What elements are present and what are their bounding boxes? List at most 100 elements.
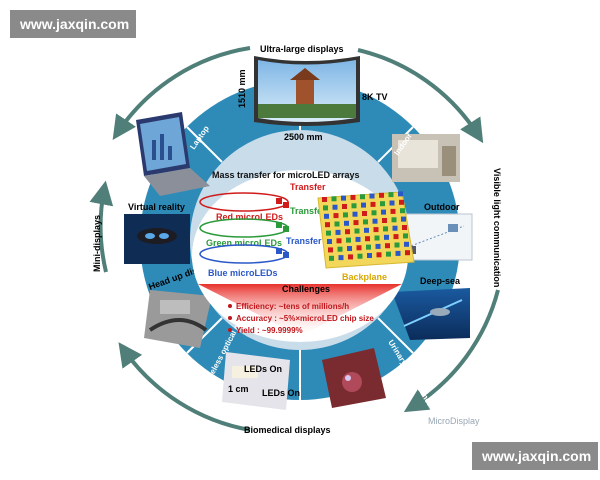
backplane-pixel [332, 204, 338, 210]
backplane-pixel [344, 220, 349, 226]
backplane-pixel [380, 201, 385, 207]
arrow-left-up [89, 180, 114, 273]
backplane-pixel [393, 234, 399, 240]
hub-green-label: Green microLEDs [206, 238, 282, 248]
backplane-pixel [360, 194, 365, 200]
hub-red-label: Red microLEDs [216, 212, 283, 222]
backplane-pixel [382, 218, 387, 223]
backplane-pixel [390, 208, 396, 214]
backplane-pixel [373, 227, 379, 233]
backplane-pixel [348, 254, 353, 260]
backplane-pixel [346, 237, 351, 243]
backplane-pixel [355, 236, 361, 242]
photo-leds-on-2: LEDs On [262, 388, 300, 398]
challenges-banner [198, 284, 402, 336]
backplane-pixel [386, 251, 391, 257]
arrow-top-right [357, 48, 484, 144]
challenge-efficiency: Efficiency: ~tens of millions/h [236, 302, 349, 311]
backplane-pixel-grid [322, 191, 410, 261]
backplane-pixel [363, 219, 368, 225]
backplane-pixel [331, 196, 337, 202]
backplane-pixel [351, 203, 357, 209]
backplane-pixel [367, 253, 372, 258]
backplane-pixel [375, 243, 381, 249]
indoor-photo: Indoor [392, 132, 460, 182]
outer-label-bottom: Biomedical displays [244, 425, 331, 435]
outer-cycle-arrows [89, 46, 500, 432]
tv-photo: 1510 mm 2500 mm 8K TV [237, 56, 388, 142]
challenge-yield: Yield : ~99.9999% [236, 326, 303, 335]
hub-title: Mass transfer for microLED arrays [212, 170, 360, 180]
backplane-pixel [383, 226, 388, 232]
backplane-pixel [328, 247, 333, 253]
arrow-bottom-left [118, 342, 251, 432]
backplane-pixel [336, 238, 342, 244]
backplane-pixel [404, 241, 409, 247]
hub-challenges-title: Challenges [282, 284, 330, 294]
backplane-pixel [366, 244, 371, 250]
photo-leds-on-1: LEDs On [244, 364, 282, 374]
segment-label-vr: Virtual reality [128, 202, 185, 212]
backplane-pixel [342, 204, 347, 209]
backplane-pixel [338, 255, 344, 261]
hub-blue-label: Blue microLEDs [208, 268, 278, 278]
outer-label-left: Mini-displays [92, 215, 102, 272]
backplane-pixel [371, 210, 377, 216]
backplane-pixel [361, 202, 366, 208]
outer-label-top: Ultra-large displays [260, 44, 344, 54]
hub-transfer-blue: Transfer [286, 236, 322, 246]
backplane-pixel [405, 250, 410, 256]
hub-transfer-green: Transfer [290, 206, 326, 216]
backplane-pixel [337, 246, 343, 252]
backplane-pixel [345, 229, 350, 235]
backplane-pixel [384, 234, 389, 240]
backplane-pixel [402, 225, 407, 230]
backplane-pixel [365, 236, 370, 242]
backplane-pixel [388, 192, 394, 198]
backplane-pixel [347, 246, 352, 251]
backplane-pixel [354, 228, 360, 234]
backplane-pixel [385, 243, 390, 249]
challenge-accuracy: Accuracy : ~5%×microLED chip size [236, 314, 374, 323]
backplane-pixel [370, 201, 376, 207]
segment-label-outdoor: Outdoor [424, 202, 460, 212]
vr-photo: Virtual reality [124, 202, 190, 264]
backplane-pixel [335, 229, 341, 235]
backplane-pixel [357, 253, 363, 259]
hub-transfer-red: Transfer [290, 182, 326, 192]
tv-width-label: 2500 mm [284, 132, 323, 142]
segment-label-deep-sea: Deep-sea [420, 276, 461, 286]
backplane-pixel [399, 199, 404, 205]
backplane-pixel [379, 192, 384, 198]
backplane-pixel [381, 209, 386, 215]
tv-8k-label: 8K TV [362, 92, 388, 102]
microled-chips [276, 198, 289, 258]
backplane-pixel [376, 252, 382, 258]
backplane-pixel [362, 211, 367, 216]
photo-scale: 1 cm [228, 384, 249, 394]
backplane-pixel [398, 191, 403, 197]
backplane-pixel [329, 255, 334, 261]
backplane-pixel [369, 193, 375, 199]
tv-height-label: 1510 mm [237, 69, 247, 108]
backplane-pixel [372, 218, 378, 224]
outer-label-right: Visible light communication [492, 168, 502, 287]
backplane-pixel [326, 230, 331, 236]
backplane-pixel [394, 242, 400, 248]
backplane-pixel [364, 227, 369, 233]
watermark-bottom: www.jaxqin.com [472, 442, 598, 470]
backplane-pixel [327, 239, 332, 244]
backplane-pixel [389, 200, 395, 206]
backplane-pixel [350, 194, 356, 200]
backplane-pixel [324, 213, 329, 219]
backplane-pixel [353, 220, 359, 226]
arrow-right-down [403, 289, 500, 413]
backplane-pixel [403, 233, 408, 239]
backplane-pixel [325, 222, 330, 228]
backplane-pixel [334, 221, 340, 227]
backplane-pixel [323, 205, 328, 211]
credit-text: MicroDisplay [428, 416, 480, 426]
backplane-pixel [333, 213, 339, 219]
backplane-pixel [341, 195, 346, 201]
